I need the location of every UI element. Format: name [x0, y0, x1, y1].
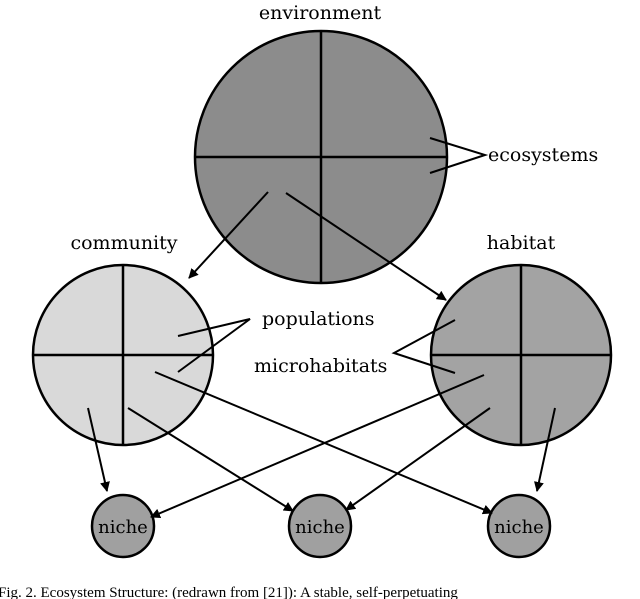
arrow-habitat-to-niche-left: [150, 374, 485, 519]
populations-label: populations: [262, 308, 375, 330]
figure-caption: Fig. 2. Ecosystem Structure: (redrawn fr…: [0, 585, 458, 599]
ecosystems-label: ecosystems: [488, 144, 598, 166]
habitat-node: [429, 263, 613, 447]
niche-node-center: niche: [287, 493, 353, 559]
community-label: community: [70, 232, 177, 254]
arrow-habitat-to-niche-center: [345, 407, 491, 511]
environment-label: environment: [259, 2, 382, 24]
arrow-environment-to-habitat: [285, 192, 447, 301]
microhabitats-label: microhabitats: [254, 355, 387, 377]
niche-label: niche: [98, 517, 148, 538]
niche-node-right: niche: [486, 493, 552, 559]
arrow-habitat-to-niche-right: [534, 407, 556, 492]
arrow-community-to-niche-left: [87, 407, 110, 492]
environment-node: [193, 29, 449, 285]
ecosystems-pointer: [429, 137, 489, 174]
arrow-environment-to-community: [188, 191, 269, 279]
microhabitats-pointer: [391, 319, 456, 374]
habitat-label: habitat: [487, 232, 556, 254]
community-node: [31, 263, 215, 447]
niche-node-left: niche: [90, 493, 156, 559]
niche-label: niche: [494, 517, 544, 538]
populations-pointer: [177, 318, 251, 373]
arrow-community-to-niche-center: [127, 407, 294, 512]
niche-label: niche: [295, 517, 345, 538]
